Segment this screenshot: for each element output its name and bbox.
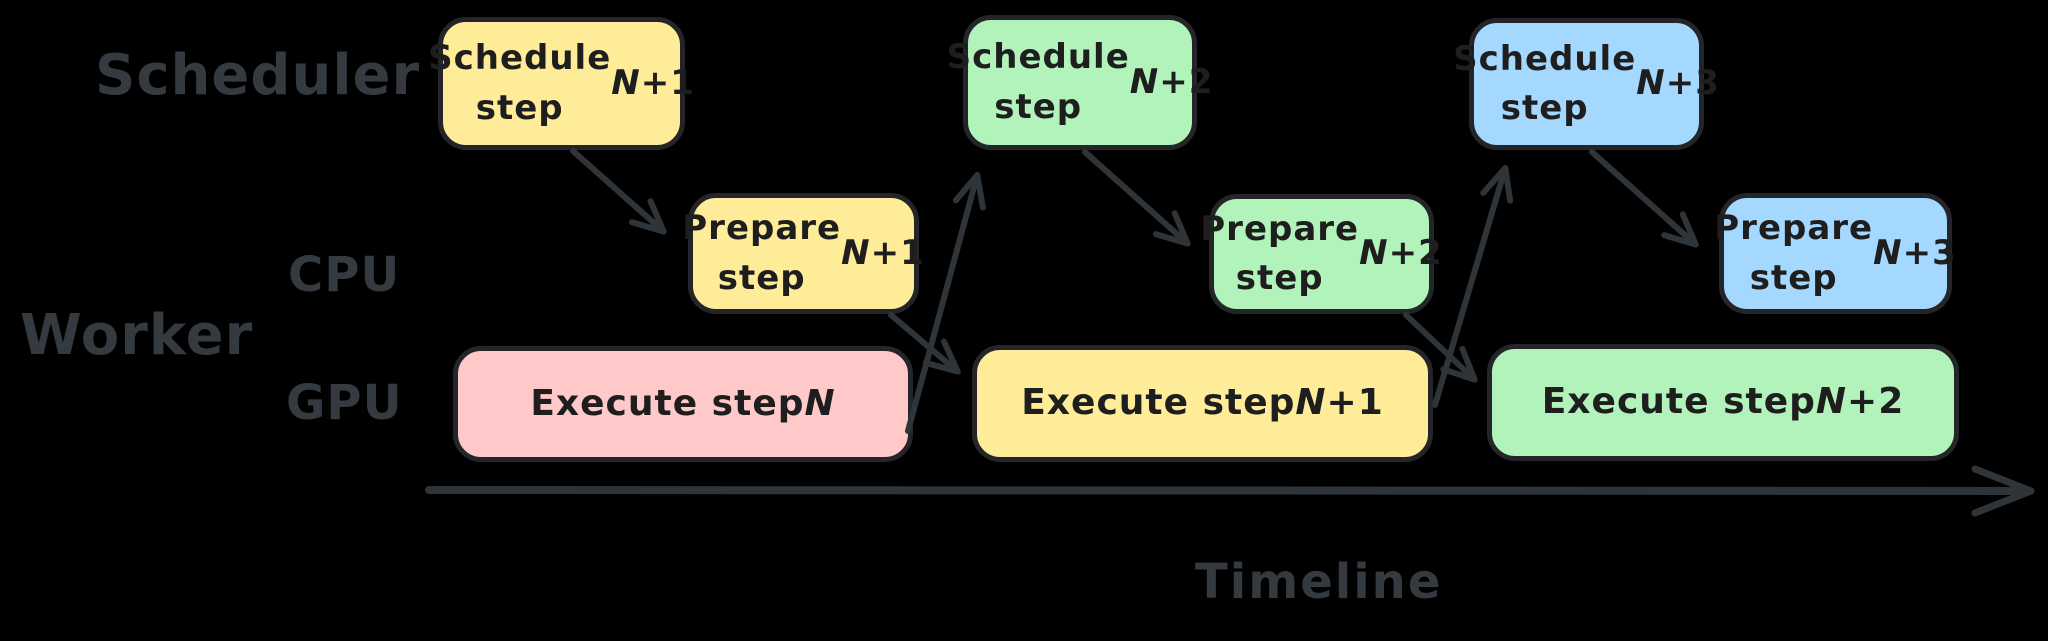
- timeline-axis-arrow: [425, 465, 2035, 517]
- node-execute-step-n2: Execute step N+2: [1487, 344, 1959, 461]
- arrow-schedule-n1-to-prepare-n1: [570, 148, 667, 235]
- row-label-cpu: CPU: [288, 247, 401, 303]
- row-label-scheduler: Scheduler: [95, 43, 421, 108]
- row-label-gpu: GPU: [286, 375, 403, 431]
- arrow-schedule-n3-to-prepare-n3: [1589, 149, 1699, 248]
- timeline-label: Timeline: [1195, 554, 1443, 610]
- arrow-schedule-n2-to-prepare-n2: [1082, 149, 1191, 247]
- node-execute-step-n1: Execute step N+1: [972, 345, 1433, 462]
- row-label-worker: Worker: [20, 303, 254, 368]
- node-execute-step-n: Execute step N: [453, 346, 913, 462]
